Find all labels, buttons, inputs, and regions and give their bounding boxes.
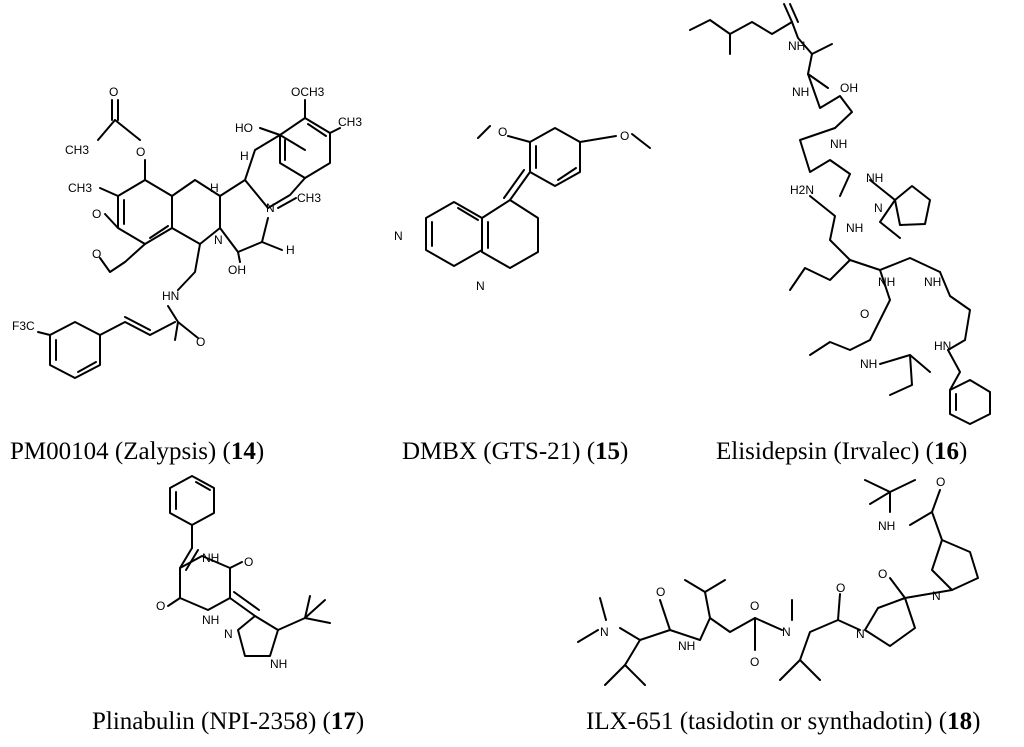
- svg-text:N: N: [874, 201, 883, 215]
- structure-dmbx: O O N N: [394, 125, 651, 293]
- svg-text:NH: NH: [878, 519, 895, 533]
- svg-text:NH: NH: [678, 639, 695, 653]
- svg-text:NH: NH: [924, 275, 941, 289]
- caption-compound-18: ILX-651 (tasidotin or synthadotin) (18): [586, 708, 981, 735]
- svg-text:O: O: [836, 581, 845, 595]
- svg-text:N: N: [932, 589, 941, 603]
- svg-text:O: O: [92, 207, 101, 221]
- svg-text:O: O: [860, 307, 869, 321]
- structure-ilx651: NH O N O N O N O O NH O N: [577, 475, 979, 686]
- svg-text:O: O: [498, 125, 507, 139]
- svg-text:N: N: [224, 627, 233, 641]
- svg-text:HN: HN: [162, 289, 179, 303]
- caption-compound-16: Elisidepsin (Irvalec) (16): [716, 438, 968, 465]
- svg-text:NH: NH: [792, 85, 809, 99]
- svg-text:N: N: [214, 233, 223, 247]
- structure-elisidepsin: NH NH OH NH NH H2N N NH NH NH O NH HN: [689, 3, 991, 425]
- svg-text:H2N: H2N: [790, 183, 814, 197]
- svg-text:OH: OH: [228, 263, 246, 277]
- svg-text:N: N: [266, 201, 275, 215]
- svg-text:O: O: [620, 129, 629, 143]
- svg-text:H: H: [240, 149, 249, 163]
- svg-text:NH: NH: [202, 551, 219, 565]
- svg-text:N: N: [394, 229, 403, 243]
- svg-text:H: H: [210, 181, 219, 195]
- svg-text:F3C: F3C: [12, 319, 35, 333]
- svg-text:O: O: [109, 85, 118, 99]
- svg-text:O: O: [750, 655, 759, 669]
- svg-text:NH: NH: [788, 39, 805, 53]
- svg-text:CH3: CH3: [338, 115, 362, 129]
- svg-text:O: O: [656, 585, 665, 599]
- svg-text:N: N: [856, 627, 865, 641]
- svg-text:NH: NH: [846, 221, 863, 235]
- svg-text:N: N: [600, 625, 609, 639]
- structure-pm00104: O CH3 O CH3 O O N H H HO OCH3 CH3 N CH3 …: [12, 85, 362, 379]
- svg-text:NH: NH: [860, 357, 877, 371]
- svg-text:O: O: [936, 475, 945, 489]
- caption-compound-15: DMBX (GTS-21) (15): [402, 438, 629, 465]
- svg-text:O: O: [136, 145, 145, 159]
- svg-text:CH3: CH3: [68, 181, 92, 195]
- svg-text:OCH3: OCH3: [291, 85, 325, 99]
- svg-text:H: H: [286, 243, 295, 257]
- svg-text:N: N: [782, 625, 791, 639]
- svg-text:N: N: [476, 279, 485, 293]
- svg-text:HO: HO: [235, 121, 253, 135]
- svg-text:O: O: [92, 247, 101, 261]
- svg-text:CH3: CH3: [65, 143, 89, 157]
- svg-text:CH3: CH3: [297, 191, 321, 205]
- svg-text:NH: NH: [202, 613, 219, 627]
- svg-text:NH: NH: [270, 657, 287, 671]
- structure-plinabulin: NH NH O O N NH: [156, 475, 331, 671]
- svg-text:O: O: [750, 599, 759, 613]
- svg-text:O: O: [244, 555, 253, 569]
- svg-text:HN: HN: [934, 339, 951, 353]
- svg-text:OH: OH: [840, 81, 858, 95]
- svg-text:O: O: [196, 335, 205, 349]
- svg-text:O: O: [156, 599, 165, 613]
- svg-text:O: O: [878, 567, 887, 581]
- caption-compound-17: Plinabulin (NPI-2358) (17): [92, 708, 365, 735]
- svg-text:NH: NH: [830, 137, 847, 151]
- caption-compound-14: PM00104 (Zalypsis) (14): [10, 438, 265, 465]
